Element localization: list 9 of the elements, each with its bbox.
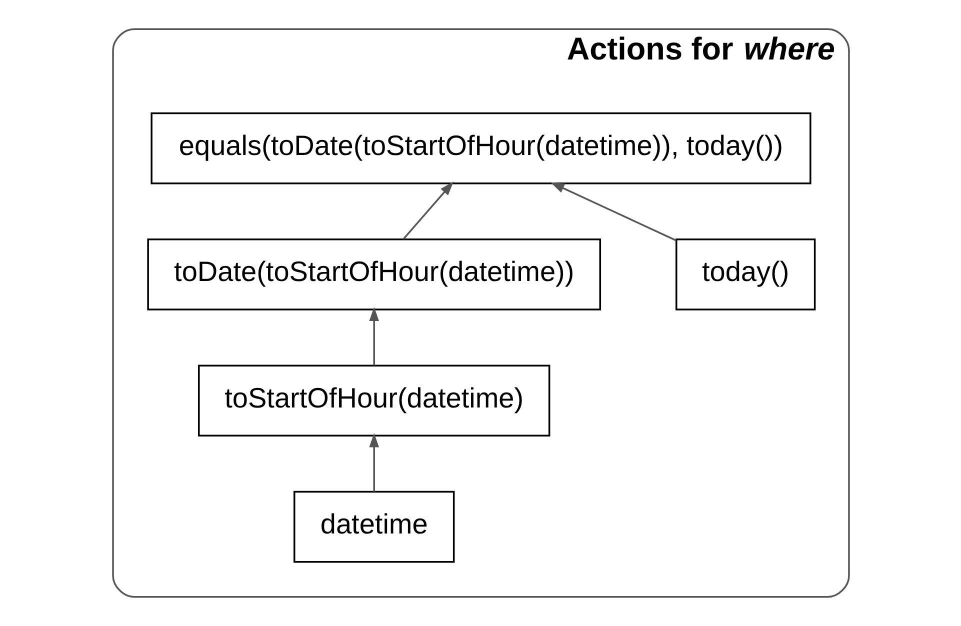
arrow bbox=[368, 433, 379, 492]
arrow bbox=[402, 182, 454, 240]
node-box: today() bbox=[675, 238, 816, 310]
arrow bbox=[550, 182, 676, 242]
node-box: datetime bbox=[293, 490, 454, 563]
arrow bbox=[368, 307, 379, 366]
node-box: toStartOfHour(datetime) bbox=[198, 364, 550, 437]
node-box: equals(toDate(toStartOfHour(datetime)), today()) bbox=[150, 112, 811, 184]
node-box: toDate(toStartOfHour(datetime)) bbox=[146, 238, 601, 310]
